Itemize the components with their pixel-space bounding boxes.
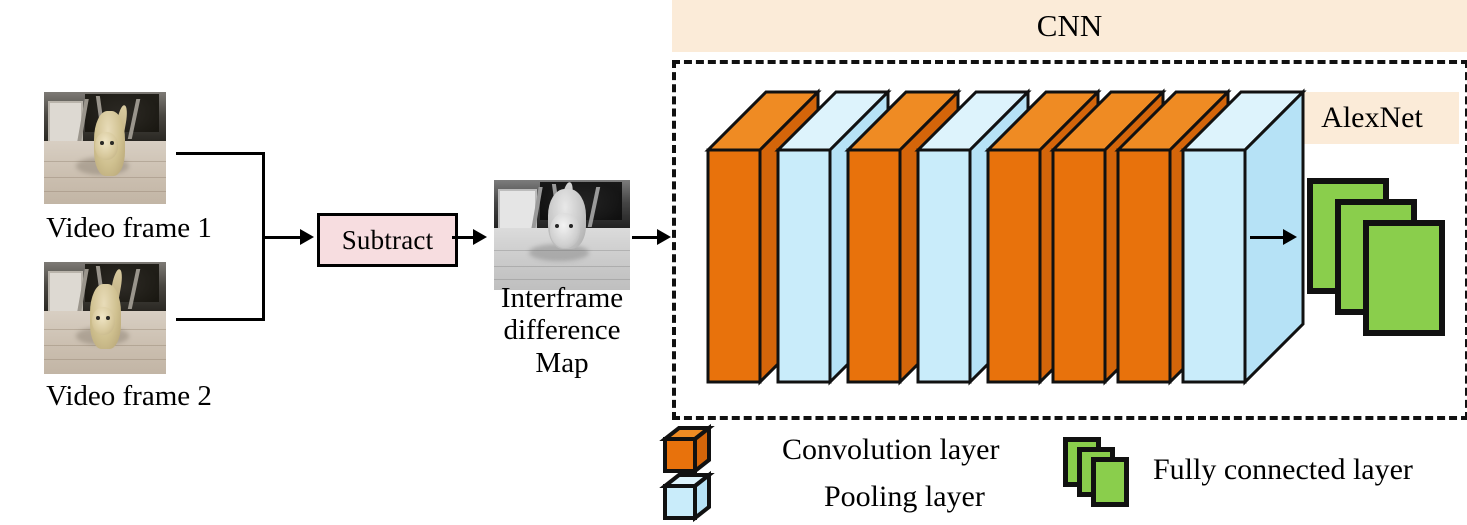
interframe-difference-image [494, 180, 630, 290]
fully-connected-card-3[interactable] [1363, 220, 1445, 336]
green-cards-icon [1063, 437, 1129, 507]
subtract-box[interactable]: Subtract [317, 213, 458, 267]
blue-cube-icon [659, 470, 715, 523]
photo-cat-head [95, 132, 119, 161]
subtract-label: Subtract [341, 224, 434, 255]
green-card-front [1091, 457, 1129, 507]
photo-floor-plank [44, 177, 166, 179]
connector-diff-to-cnn [632, 236, 666, 239]
cnn-header-band: CNN [672, 0, 1467, 52]
alexnet-chip: AlexNet [1285, 92, 1459, 144]
legend-item-pooling: Pooling layer [659, 470, 985, 523]
arrow-into-fc-icon [1283, 229, 1297, 245]
diff-label-line-1: Interframe [500, 282, 624, 314]
diff-label-line-3: Map [535, 346, 589, 379]
arrow-into-subtract-icon [300, 229, 314, 245]
photo-cat-eye [109, 141, 114, 146]
arrow-into-cnn-icon [657, 229, 671, 245]
diff-label-line-2: difference [503, 314, 621, 347]
arrow-into-diffmap-icon [473, 229, 487, 245]
photo-floor-plank [494, 265, 630, 267]
photo-cat-eye [555, 224, 560, 228]
alexnet-label: AlexNet [1321, 101, 1423, 134]
photo-floor-plank [44, 359, 166, 361]
photo-cat-head [91, 306, 115, 335]
video-frame-1-label: Video frame 1 [46, 212, 212, 244]
interframe-difference-label: Interframe difference Map [470, 282, 654, 379]
photo-cat-eye [96, 315, 101, 320]
legend-item-fully-connected: Fully connected layer [1063, 437, 1413, 507]
legend-label-fully-connected: Fully connected layer [1153, 453, 1413, 486]
photo-floor-plank [44, 190, 166, 192]
orange-cube-icon [659, 423, 715, 476]
video-frame-1-image [44, 92, 166, 204]
layer-slab-pool-3[interactable] [1179, 88, 1319, 387]
photo-cat-eye [568, 224, 573, 228]
connector-frame2-horizontal [176, 318, 264, 321]
connector-frame1-horizontal [176, 152, 264, 155]
photo-cat-head [549, 213, 580, 249]
photo-floor-plank [494, 279, 630, 280]
connector-pool-to-fc [1250, 236, 1292, 239]
cnn-dashed-container [672, 60, 1467, 420]
cnn-title: CNN [1036, 8, 1103, 43]
photo-cat-eye [100, 141, 104, 146]
legend-label-convolution: Convolution layer [782, 433, 1000, 466]
video-frame-2-label: Video frame 2 [46, 380, 212, 412]
legend-item-convolution: Convolution layer [659, 423, 1000, 476]
video-frame-2-image [44, 262, 166, 374]
legend-label-pooling: Pooling layer [824, 480, 985, 513]
connector-subtract-to-diff [452, 236, 480, 239]
connector-merge-to-subtract [262, 236, 306, 239]
photo-cat-eye [106, 315, 110, 320]
